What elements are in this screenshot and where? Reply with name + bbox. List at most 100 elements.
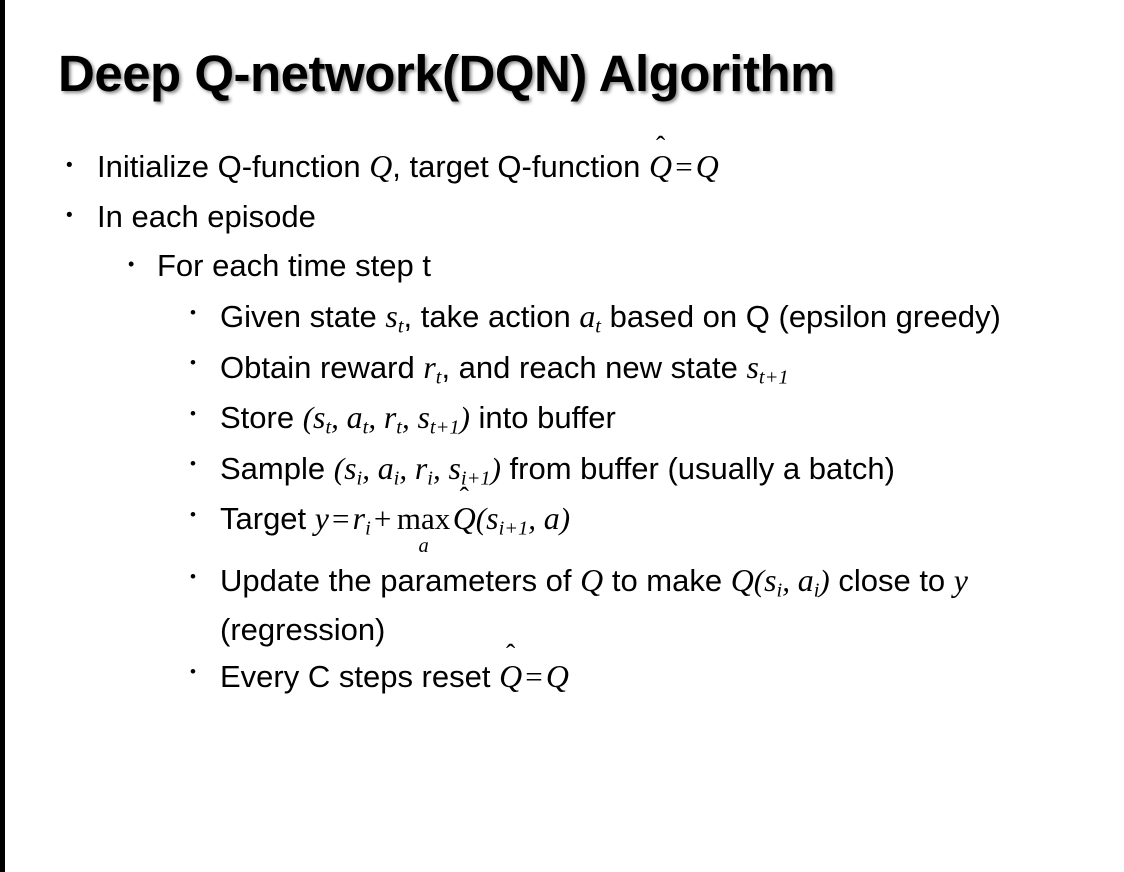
math-var-s: s xyxy=(385,299,398,335)
math-comma: , xyxy=(399,450,415,486)
math-subscript-i: i xyxy=(365,518,371,541)
math-paren-close: ) xyxy=(819,563,830,599)
bullet-dot-icon: • xyxy=(190,403,196,423)
text-segment: close to xyxy=(829,563,954,599)
text-segment: to make xyxy=(603,563,731,599)
text-segment: Initialize Q-function xyxy=(97,149,370,184)
text-segment: Given state xyxy=(220,299,386,335)
math-paren-open: ( xyxy=(475,501,487,537)
math-paren-open: ( xyxy=(333,450,345,486)
math-paren-open: ( xyxy=(753,563,765,599)
text-segment: , target Q-function xyxy=(392,149,650,184)
slide-left-edge-bar xyxy=(0,0,5,872)
math-subscript-t-plus-1: t+1 xyxy=(429,416,460,439)
math-var-r: r xyxy=(383,400,397,436)
text-segment: Store xyxy=(220,400,303,436)
math-var-a: a xyxy=(579,299,596,335)
text-segment: from buffer (usually a batch) xyxy=(500,450,895,486)
bullet-dot-icon: • xyxy=(66,154,73,176)
math-var-q2: Q xyxy=(730,563,754,599)
math-paren-close: ) xyxy=(490,450,501,486)
bullet-in-each-episode: • In each episode xyxy=(0,197,1124,237)
bullet-every-c-steps-reset-text: Every C steps reset ̂Q=Q xyxy=(220,654,1102,701)
text-segment: Target xyxy=(220,501,315,537)
math-var-r: r xyxy=(423,349,436,385)
math-subscript-t: t xyxy=(595,315,601,338)
math-plus: + xyxy=(373,501,392,537)
math-subscript-t: t xyxy=(362,416,369,439)
math-subscript-t: t xyxy=(435,366,442,389)
bullet-sample-batch: • Sample (si, ai, ri, si+1) from buffer … xyxy=(0,446,1124,495)
math-var-s: s xyxy=(764,563,777,599)
math-var-q-hat: ̂Q xyxy=(649,146,672,188)
math-var-a: a xyxy=(377,450,394,486)
math-subscript-i: i xyxy=(356,467,363,490)
math-var-s: s xyxy=(746,349,759,385)
math-subscript-i: i xyxy=(776,579,783,602)
text-segment: based on Q (epsilon greedy) xyxy=(600,299,1001,335)
math-var-s2: s xyxy=(448,450,461,486)
math-var-a: a xyxy=(543,501,560,537)
math-subscript-i-plus-1: i+1 xyxy=(498,518,529,541)
math-paren-close: ) xyxy=(459,400,470,436)
bullet-obtain-reward: • Obtain reward rt, and reach new state … xyxy=(0,345,1124,394)
bullet-target-value-text: Target y=ri+maxâQ(si+1, a) xyxy=(220,496,1102,556)
math-var-a: a xyxy=(346,400,363,436)
math-subscript-t-plus-1: t+1 xyxy=(758,366,789,389)
math-var-q-base: Q xyxy=(499,658,523,694)
math-equals: = xyxy=(675,149,693,184)
math-comma: , xyxy=(362,450,378,486)
bullet-dot-icon: • xyxy=(190,504,196,524)
math-equals: = xyxy=(332,501,350,537)
bullet-for-each-time-step-text: For each time step t xyxy=(157,247,431,283)
math-var-q-hat: ̂Q xyxy=(499,654,522,701)
math-var-q: Q xyxy=(545,658,569,694)
math-var-a: a xyxy=(797,563,814,599)
bullet-store-transition: • Store (st, at, rt, st+1) into buffer xyxy=(0,395,1124,444)
bullet-for-each-time-step: • For each time step t xyxy=(0,246,1124,286)
bullet-dot-icon: • xyxy=(128,253,135,274)
text-segment: Every C steps reset xyxy=(220,658,500,694)
bullet-update-parameters-text: Update the parameters of Q to make Q(si,… xyxy=(220,558,1102,652)
bullet-dot-icon: • xyxy=(66,205,73,227)
bullet-initialize-text: Initialize Q-function Q, target Q-functi… xyxy=(97,146,1124,188)
bullet-obtain-reward-text: Obtain reward rt, and reach new state st… xyxy=(220,345,1102,394)
math-comma: , xyxy=(368,400,384,436)
bullet-target-value: • Target y=ri+maxâQ(si+1, a) xyxy=(0,496,1124,556)
math-var-r: r xyxy=(414,450,428,486)
math-paren-close: ) xyxy=(559,501,571,537)
math-var-s2: s xyxy=(417,400,430,436)
bullet-given-state: • Given state st, take action at based o… xyxy=(0,294,1124,343)
math-max-label: max xyxy=(396,501,451,537)
text-segment: , take action xyxy=(403,299,580,335)
math-comma: , xyxy=(432,450,449,486)
math-var-q2: Q xyxy=(695,149,719,184)
text-segment: Update the parameters of xyxy=(220,563,581,599)
text-segment: into buffer xyxy=(469,400,616,436)
bullet-in-each-episode-text: In each episode xyxy=(97,198,316,234)
math-max-subscript-a: a xyxy=(418,534,429,557)
math-comma: , xyxy=(401,400,418,436)
math-subscript-i: i xyxy=(427,467,433,490)
text-segment: Sample xyxy=(220,450,334,486)
math-var-r: r xyxy=(352,501,366,537)
math-var-y: y xyxy=(953,563,968,599)
math-paren-open: ( xyxy=(302,400,314,436)
bullet-dot-icon: • xyxy=(190,302,196,322)
bullet-initialize-q-function: • Initialize Q-function Q, target Q-func… xyxy=(0,146,1124,188)
bullet-dot-icon: • xyxy=(190,566,196,586)
math-comma: , xyxy=(782,563,798,599)
bullet-dot-icon: • xyxy=(190,662,196,682)
bullet-update-parameters: • Update the parameters of Q to make Q(s… xyxy=(0,558,1124,652)
text-segment: Obtain reward xyxy=(220,349,424,385)
math-subscript-i-plus-1: i+1 xyxy=(460,467,491,490)
bullet-dot-icon: • xyxy=(190,454,196,474)
math-var-q: Q xyxy=(369,149,393,184)
math-var-y: y xyxy=(314,501,329,537)
math-var-q-base: Q xyxy=(649,149,673,184)
text-segment: (regression) xyxy=(220,611,386,647)
bullet-store-transition-text: Store (st, at, rt, st+1) into buffer xyxy=(220,395,1102,444)
math-equals: = xyxy=(525,658,543,694)
